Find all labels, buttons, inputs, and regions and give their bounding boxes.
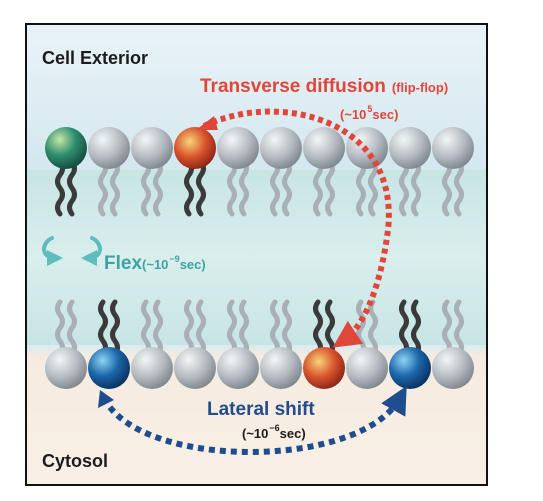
lower-lipid-tail-5a	[227, 299, 237, 357]
upper-lipid-tail-1a	[55, 159, 65, 217]
upper-lipid-head-5	[217, 127, 259, 169]
lower-lipid-tail-1a	[55, 299, 65, 357]
upper-lipid-head-4	[174, 127, 216, 169]
flex-arrows-icon	[42, 236, 102, 266]
transverse-diffusion-time: (~105sec)	[340, 104, 399, 122]
lower-lipid-tail-3a	[141, 299, 151, 357]
upper-lipid-tail-4b	[196, 159, 206, 217]
upper-lipid-head-9	[389, 127, 431, 169]
lateral-shift-time: (~10−6sec)	[242, 423, 306, 441]
flip-flop-note: (flip-flop)	[391, 80, 449, 95]
upper-lipid-head-6	[260, 127, 302, 169]
lateral-shift-arrowhead-start	[98, 390, 114, 408]
lateral-shift-title: Lateral shift	[207, 399, 315, 420]
upper-lipid-head-3	[131, 127, 173, 169]
upper-lipid-tail-8a	[356, 159, 366, 217]
lower-lipid-tail-1b	[67, 299, 77, 357]
transverse-diffusion-label: Transverse diffusion (flip-flop)	[200, 77, 448, 96]
lower-lipid-tail-4a	[184, 299, 194, 357]
upper-lipid-tail-5a	[227, 159, 237, 217]
lower-lipid-tail-5b	[239, 299, 249, 357]
upper-lipid-head-1	[45, 127, 87, 169]
lower-lipid-head-1	[45, 347, 87, 389]
upper-lipid-tail-3b	[153, 159, 163, 217]
lower-lipid-tail-9b	[411, 299, 421, 357]
cell-exterior-label: Cell Exterior	[42, 48, 149, 68]
diagram-frame	[25, 23, 488, 486]
lower-lipid-head-4	[174, 347, 216, 389]
upper-lipid-tail-9b	[411, 159, 421, 217]
lower-lipid-tail-7b	[325, 299, 335, 357]
upper-lipid-head-10	[432, 127, 474, 169]
upper-lipid-tail-10b	[454, 159, 464, 217]
upper-lipid-tail-3a	[141, 159, 151, 217]
transverse-diffusion-arrowhead-start	[196, 116, 218, 130]
upper-lipid-tails	[55, 159, 464, 217]
upper-lipid-tail-6b	[282, 159, 292, 217]
upper-lipid-tail-5b	[239, 159, 249, 217]
upper-lipid-tail-4a	[184, 159, 194, 217]
upper-lipid-tail-10a	[442, 159, 452, 217]
lower-lipid-head-10	[432, 347, 474, 389]
lower-lipid-tail-10b	[454, 299, 464, 357]
lower-lipid-tail-3b	[153, 299, 163, 357]
upper-lipid-tail-7a	[313, 159, 323, 217]
lower-lipid-tail-10a	[442, 299, 452, 357]
upper-lipid-tail-2a	[98, 159, 108, 217]
upper-lipid-head-2	[88, 127, 130, 169]
lower-lipid-head-8	[346, 347, 388, 389]
upper-lipid-tail-9a	[399, 159, 409, 217]
lower-lipid-heads	[45, 347, 474, 389]
lower-lipid-tail-4b	[196, 299, 206, 357]
lower-lipid-head-3	[131, 347, 173, 389]
upper-lipid-heads	[45, 127, 474, 169]
lower-lipid-head-5	[217, 347, 259, 389]
lower-lipid-head-6	[260, 347, 302, 389]
lower-lipid-head-2	[88, 347, 130, 389]
flex-time: (~10−9sec)	[142, 254, 206, 272]
upper-lipid-tail-8b	[368, 159, 378, 217]
transverse-diffusion-title: Transverse diffusion	[200, 76, 386, 97]
lower-lipid-head-9	[389, 347, 431, 389]
flex-title: Flex	[104, 253, 143, 274]
lower-lipid-tail-6b	[282, 299, 292, 357]
upper-lipid-tail-2b	[110, 159, 120, 217]
lower-lipid-tail-2a	[98, 299, 108, 357]
upper-lipid-head-7	[303, 127, 345, 169]
upper-lipid-tail-6a	[270, 159, 280, 217]
lower-lipid-tail-8b	[368, 299, 378, 357]
lower-lipid-tails	[55, 299, 464, 357]
lower-lipid-tail-9a	[399, 299, 409, 357]
lower-lipid-tail-2b	[110, 299, 120, 357]
cytosol-label: Cytosol	[42, 451, 109, 471]
lower-lipid-tail-6a	[270, 299, 280, 357]
flex-label: Flex(~10−9sec)	[104, 254, 206, 273]
upper-lipid-tail-7b	[325, 159, 335, 217]
lower-lipid-head-7	[303, 347, 345, 389]
lower-lipid-tail-7a	[313, 299, 323, 357]
transverse-diffusion-arrow	[202, 108, 392, 348]
lateral-shift-arrow	[101, 385, 407, 455]
upper-lipid-tail-1b	[67, 159, 77, 217]
